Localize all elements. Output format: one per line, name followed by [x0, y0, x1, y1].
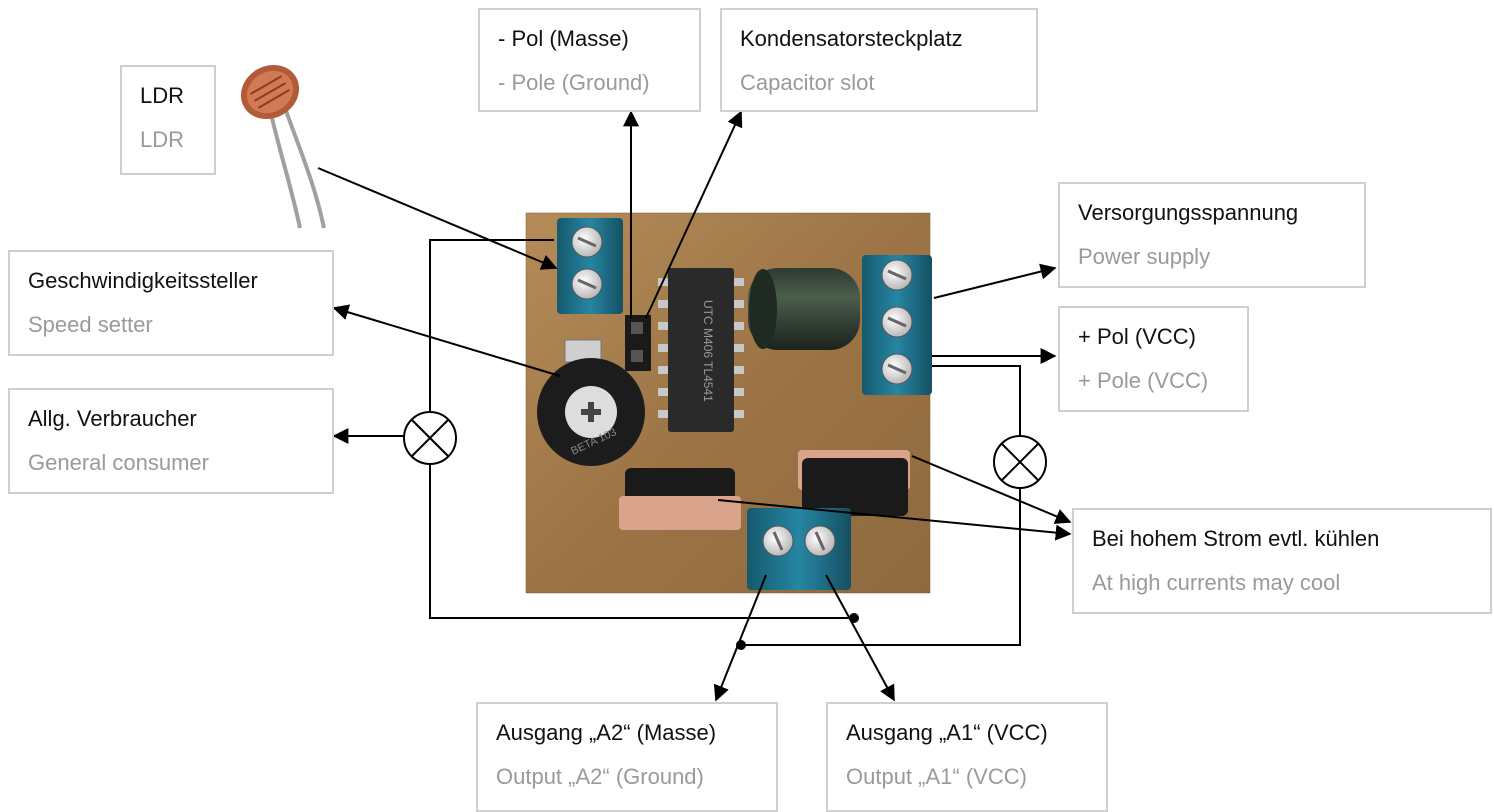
- label-cooling-note: Bei hohem Strom evtl. kühlen At high cur…: [1072, 508, 1492, 614]
- lamp-symbol-right: [993, 435, 1047, 489]
- label-ldr: LDR LDR: [120, 65, 216, 175]
- label-minus-pole-en: - Pole (Ground): [498, 70, 650, 95]
- label-power-supply: Versorgungsspannung Power supply: [1058, 182, 1366, 288]
- label-plus-pole-de: + Pol (VCC): [1078, 324, 1196, 349]
- label-ldr-de: LDR: [140, 83, 185, 108]
- label-minus-pole: - Pol (Masse) - Pole (Ground): [478, 8, 701, 112]
- potentiometer: BETA 103: [537, 339, 645, 466]
- label-output-a2: Ausgang „A2“ (Masse) Output „A2“ (Ground…: [476, 702, 778, 812]
- transistor-heatsink-left: [619, 468, 741, 530]
- label-general-consumer-de: Allg. Verbraucher: [28, 406, 197, 431]
- label-speed-setter: Geschwindigkeitssteller Speed setter: [8, 250, 334, 356]
- label-output-a1: Ausgang „A1“ (VCC) Output „A1“ (VCC): [826, 702, 1108, 812]
- label-output-a1-en: Output „A1“ (VCC): [846, 764, 1027, 789]
- label-output-a1-de: Ausgang „A1“ (VCC): [846, 720, 1048, 745]
- label-speed-setter-de: Geschwindigkeitssteller: [28, 268, 258, 293]
- label-capacitor-slot-de: Kondensatorsteckplatz: [740, 26, 963, 51]
- ldr-terminal-block: [557, 218, 623, 314]
- label-capacitor-slot: Kondensatorsteckplatz Capacitor slot: [720, 8, 1038, 112]
- transistor-heatsink-right: [798, 450, 910, 516]
- output-terminal-block: [747, 508, 851, 590]
- annotation-arrows: [317, 110, 1072, 702]
- ldr-sensor: [240, 64, 326, 229]
- power-terminal-block: [862, 255, 932, 395]
- capacitor-slot-header: [625, 315, 651, 371]
- label-speed-setter-en: Speed setter: [28, 312, 153, 337]
- label-cooling-note-en: At high currents may cool: [1092, 570, 1341, 595]
- label-plus-pole: + Pol (VCC) + Pole (VCC): [1058, 306, 1249, 412]
- lamp-symbol-left: [403, 411, 457, 465]
- label-minus-pole-de: - Pol (Masse): [498, 26, 629, 51]
- label-general-consumer-en: General consumer: [28, 450, 209, 475]
- wiring: [429, 215, 1021, 646]
- electrolytic-capacitor: [748, 268, 860, 350]
- label-ldr-en: LDR: [140, 127, 185, 152]
- ic-marking: UTC M406 TL4541: [701, 300, 715, 402]
- label-output-a2-en: Output „A2“ (Ground): [496, 764, 704, 789]
- label-general-consumer: Allg. Verbraucher General consumer: [8, 388, 334, 494]
- label-power-supply-de: Versorgungsspannung: [1078, 200, 1299, 225]
- label-power-supply-en: Power supply: [1078, 244, 1211, 269]
- label-plus-pole-en: + Pole (VCC): [1078, 368, 1209, 393]
- label-output-a2-de: Ausgang „A2“ (Masse): [496, 720, 717, 745]
- label-capacitor-slot-en: Capacitor slot: [740, 70, 875, 95]
- label-cooling-note-de: Bei hohem Strom evtl. kühlen: [1092, 526, 1380, 551]
- ic-chip: UTC M406 TL4541: [658, 268, 744, 432]
